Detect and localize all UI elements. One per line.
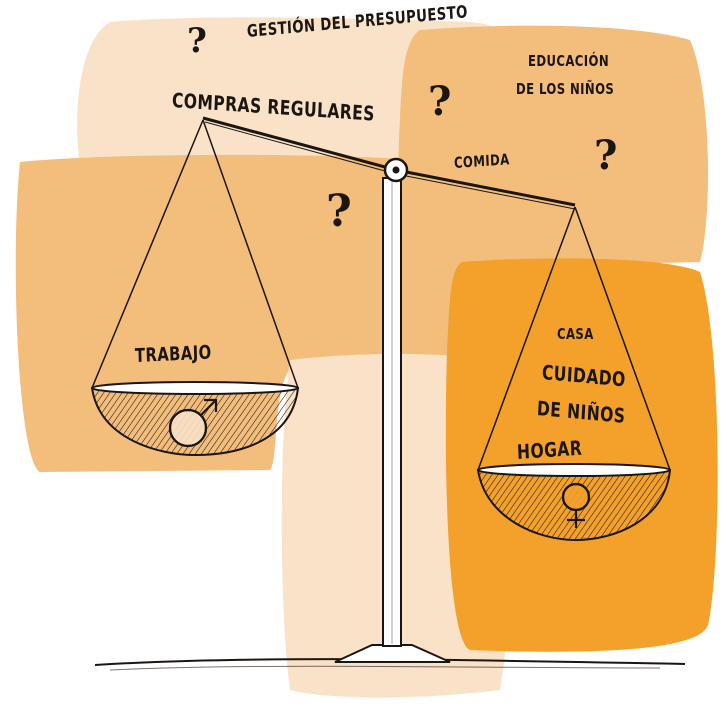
label-home: HOGAR [516,435,583,464]
scale-base [334,644,451,663]
question-mark-icon: ? [326,186,352,237]
label-work: TRABAJO [134,341,212,367]
label-children-education-line2: DE LOS NIÑOS [516,80,615,98]
question-mark-icon: ? [594,132,618,179]
ground-line-2 [109,665,661,671]
label-children-education: EDUCACIÓN [528,52,610,70]
male-symbol-icon [168,398,218,448]
label-house: CASA [557,325,594,343]
label-food: COMIDA [453,150,510,172]
question-mark-icon: ? [187,21,207,61]
orange-blob-right-bottom [445,258,718,652]
question-mark-icon: ? [428,78,452,125]
orange-blob-right-top [398,25,709,269]
right-strings [477,206,671,471]
left-strings [91,119,299,389]
female-symbol-icon [561,482,591,528]
